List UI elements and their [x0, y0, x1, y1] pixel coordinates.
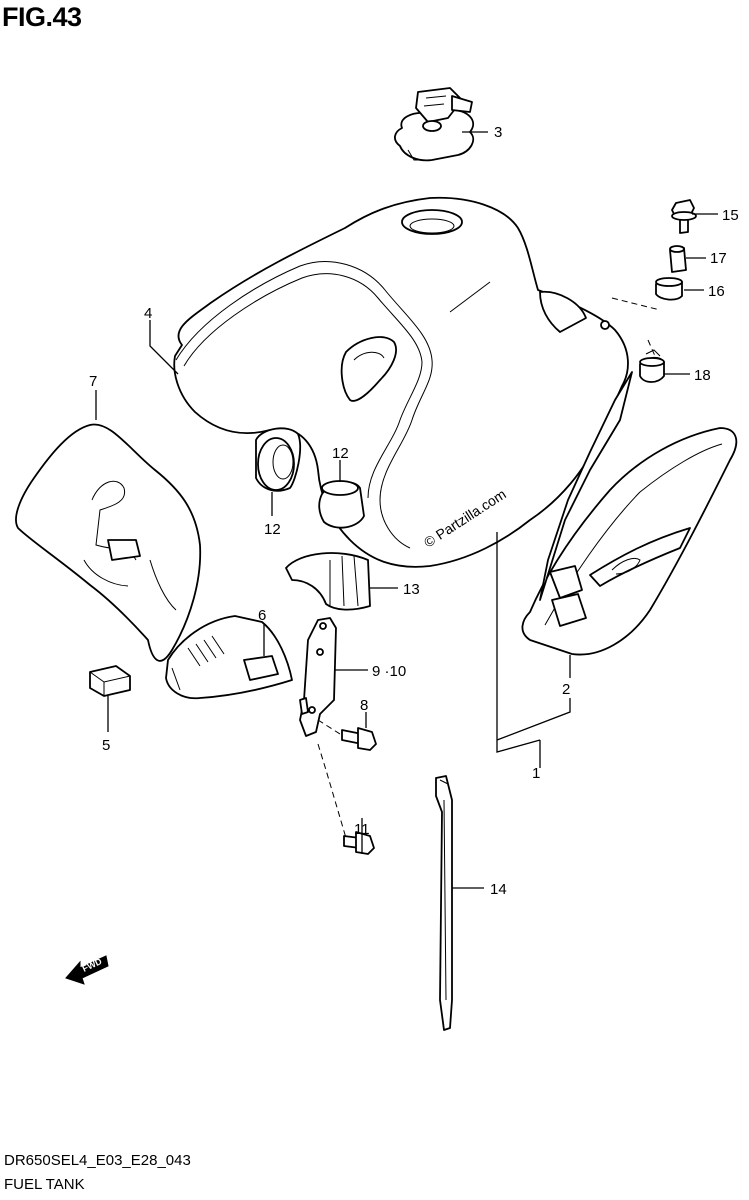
callout-16: 16 [708, 283, 725, 300]
figure-code: DR650SEL4_E03_E28_043 [4, 1152, 191, 1169]
figure-title: FIG.43 [2, 2, 82, 32]
tank-shroud-7[interactable] [15, 423, 202, 662]
callout-4: 4 [144, 305, 152, 322]
callout-17: 17 [710, 250, 727, 267]
cushion-rubber-13[interactable] [285, 552, 371, 611]
bolt-15[interactable] [671, 199, 697, 234]
bolt-8[interactable] [341, 727, 377, 751]
callout-14: 14 [490, 881, 507, 898]
callout-7: 7 [89, 373, 97, 390]
callout-5: 5 [102, 737, 110, 754]
fwd-arrow-icon: FWD [65, 955, 109, 985]
callout-8: 8 [360, 697, 368, 714]
callout-11: 11 [354, 821, 370, 838]
fuel-tank[interactable] [173, 196, 629, 568]
fuel-cap[interactable] [394, 87, 475, 162]
pad-5[interactable] [89, 665, 131, 697]
callout-15: 15 [722, 207, 739, 224]
callout-6: 6 [258, 607, 266, 624]
bolt-11[interactable] [343, 831, 375, 855]
grommet-18[interactable] [639, 349, 665, 383]
grommet-16[interactable] [655, 277, 683, 301]
heat-shield-6[interactable] [165, 615, 293, 700]
callout-18: 18 [694, 367, 711, 384]
side-cover-decal[interactable] [521, 371, 738, 656]
callout-1: 1 [532, 765, 540, 782]
callout-9-10: 9 ·10 [372, 663, 406, 680]
bracket-9-10[interactable] [299, 617, 337, 737]
callout-12a: 12 [264, 521, 281, 538]
callout-3: 3 [494, 124, 502, 141]
cushion-12a[interactable] [255, 427, 302, 492]
figure-name: FUEL TANK [4, 1176, 85, 1193]
collar-17[interactable] [669, 245, 687, 273]
band-14[interactable] [435, 775, 453, 1031]
callout-13: 13 [403, 581, 420, 598]
callout-2: 2 [562, 681, 570, 698]
callout-12b: 12 [332, 445, 349, 462]
cushion-12b[interactable] [318, 480, 365, 529]
